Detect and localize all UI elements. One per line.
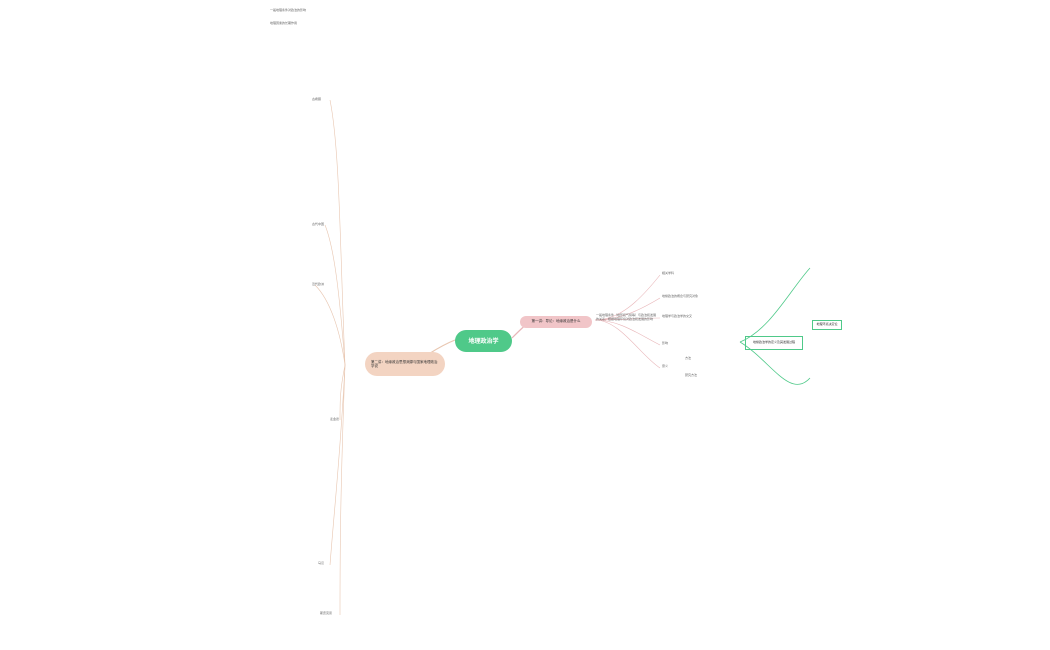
right-leaf-6: 方法 [685, 356, 692, 360]
branch-left-label: 第二讲：地缘政治思想渊源与国家地理政治学说 [371, 359, 438, 368]
left-leaf-1: 一般地理条件对政治的影响 [270, 8, 307, 12]
branch-right[interactable]: 第一讲：导论：地缘政治是什么 [520, 316, 592, 328]
right-leaf-2: 地缘政治的概念与研究对象 [662, 294, 699, 298]
left-leaf-3: 古希腊 [312, 97, 322, 101]
left-leaf-6: 麦金德 [330, 417, 340, 421]
left-leaf-4: 古代中国 [312, 222, 325, 226]
left-leaf-2: 地理因素的长期作用 [270, 21, 298, 25]
branch-right-label: 第一讲：导论：地缘政治是什么 [531, 319, 581, 324]
right-leaf-7: 研究方法 [685, 373, 698, 377]
left-leaf-5: 近代欧洲 [312, 282, 325, 286]
right-leaf-1: 相关学科 [662, 271, 675, 275]
left-leaf-8: 斯皮克曼 [320, 611, 333, 615]
right-leaf-3: 地理学与政治学的交叉 [662, 314, 693, 318]
right-leaf-5: 意义 [662, 364, 669, 368]
far-right-node[interactable]: 地理环境决定论 [812, 320, 842, 330]
right-leaf-4: 影响 [662, 341, 669, 345]
central-topic-label: 地理政治学 [468, 337, 499, 345]
right-detail: 一般地理条件（地形和气候等）与政治和发展的关系，根据地理环境对政治和发展的影响 [596, 313, 657, 321]
central-topic[interactable]: 地理政治学 [455, 330, 512, 352]
left-leaf-7: 马汉 [318, 561, 325, 565]
branch-left[interactable]: 第二讲：地缘政治思想渊源与国家地理政治学说 [365, 352, 445, 376]
right-box[interactable]: 地缘政治学的定义及其发展过程 [745, 336, 803, 350]
